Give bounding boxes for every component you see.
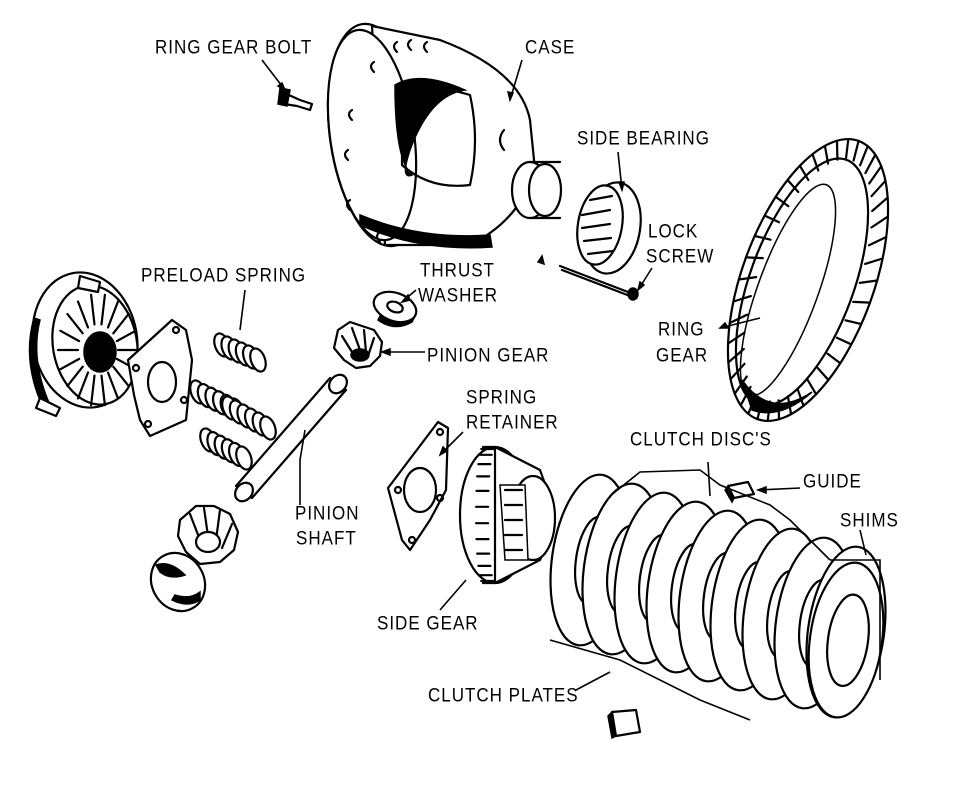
ring-gear-tooth — [727, 347, 745, 364]
ring-gear-tooth — [798, 164, 810, 182]
label-shims: SHIMS — [840, 509, 899, 531]
ring-gear-tooth — [727, 331, 746, 345]
side-gear-tooth — [90, 374, 96, 407]
ring-gear-tooth — [729, 362, 746, 381]
side-gear-tooth — [112, 312, 130, 335]
label-side-gear: SIDE GEAR — [377, 612, 479, 634]
label-guide: GUIDE — [803, 470, 862, 492]
label-thrust-washer-line2: WASHER — [418, 284, 498, 306]
side-gear-tooth — [76, 300, 90, 329]
arrowheads — [276, 81, 767, 495]
label-spring-retainer-line2: RETAINER — [466, 411, 559, 433]
label-lock-screw-line2: SCREW — [646, 245, 715, 267]
clutch-pack-part — [549, 473, 887, 719]
ring-gear-tooth — [859, 145, 869, 167]
ring-gear-tooth — [737, 276, 758, 281]
lock-screw-part — [536, 254, 639, 301]
ring-gear-tooth — [871, 196, 889, 213]
spring-coil — [235, 445, 253, 471]
label-pinion-shaft-line1: PINION — [295, 502, 360, 524]
ring-gear-tooth — [867, 235, 888, 247]
ring-gear-tooth — [844, 138, 850, 160]
side-gear-tooth — [76, 371, 90, 400]
thrust-washer-bottom-part — [149, 551, 207, 613]
spring-retainer-right-part — [386, 420, 450, 552]
ring-gear-tooth — [864, 153, 877, 175]
side-gear-tooth — [112, 365, 130, 388]
ring-gear-tooth — [858, 279, 879, 284]
case-part — [326, 22, 563, 249]
label-clutch-discs: CLUTCH DISC'S — [630, 428, 772, 450]
label-pinion-gear: PINION GEAR — [427, 344, 550, 366]
ring-gear-tooth — [728, 313, 749, 325]
ring-gear-tooth — [868, 165, 883, 185]
ring-gear-tooth — [744, 256, 764, 260]
label-preload-spring: PRELOAD SPRING — [141, 264, 307, 286]
shim — [807, 561, 885, 719]
side-gear-tooth — [59, 357, 81, 371]
guide-part — [724, 480, 756, 504]
side-gear-tooth — [100, 374, 106, 407]
spring-retainer-left-part — [126, 318, 194, 438]
side-gear-tooth — [66, 312, 84, 335]
ring-gear-tooth — [852, 139, 860, 162]
shims-box — [830, 559, 881, 680]
side-gear-tooth — [59, 329, 81, 343]
ring-gear-tooth — [826, 352, 842, 365]
ring-gear-tooth — [864, 257, 884, 265]
ring-gear-tooth — [806, 378, 818, 396]
pinion-shaft-part — [234, 373, 348, 503]
ring-gear-tooth — [823, 144, 830, 165]
ring-gear-tooth — [844, 319, 863, 326]
label-clutch-plates: CLUTCH PLATES — [428, 684, 579, 706]
pinion-gear-top-part — [332, 320, 384, 370]
label-ring-gear-bolt: RING GEAR BOLT — [155, 36, 313, 58]
side-gear-tooth — [100, 293, 106, 326]
ring-gear-tooth — [811, 153, 820, 172]
label-spring-retainer-line1: SPRING — [466, 386, 538, 408]
side-gear-tooth — [90, 293, 96, 326]
ring-gear-tooth — [774, 195, 790, 208]
label-side-bearing: SIDE BEARING — [577, 127, 710, 149]
side-bearing-part — [576, 181, 642, 275]
pinion-gear-bottom-part — [176, 504, 240, 566]
label-case: CASE — [525, 36, 576, 58]
ring-gear-tooth — [835, 336, 853, 346]
label-ring-gear-line1: RING — [658, 318, 705, 340]
ring-gear-tooth — [870, 179, 887, 198]
spring-coil — [249, 347, 267, 373]
ring-gear-tooth — [733, 375, 748, 395]
ring-gear-tooth — [763, 214, 781, 224]
ring-gear-tooth — [852, 300, 872, 304]
guide-bottom-part — [607, 708, 642, 740]
ring-gear-part — [726, 138, 890, 422]
ring-gear-tooth — [870, 215, 889, 229]
side-gear-tooth — [106, 371, 120, 400]
label-thrust-washer-line1: THRUST — [420, 259, 495, 281]
ring-gear-tooth — [816, 366, 830, 382]
ring-gear-tooth — [786, 178, 800, 194]
preload-springs-part — [189, 332, 277, 471]
side-gear-tooth — [66, 365, 84, 388]
label-ring-gear-line2: GEAR — [656, 344, 709, 366]
ring-gear-bolt-part — [277, 87, 314, 112]
side-gear-tooth — [115, 329, 137, 343]
clutch-disc-box — [549, 469, 831, 721]
spring-coil — [259, 415, 277, 441]
left-side-gear-part — [28, 271, 140, 418]
ring-gear-tooth — [732, 295, 752, 303]
ring-gear-tooth — [753, 234, 772, 241]
side-gear-tooth — [106, 300, 120, 329]
label-lock-screw-line1: LOCK — [648, 220, 699, 242]
label-pinion-shaft-line2: SHAFT — [296, 527, 357, 549]
right-side-gear-part — [458, 445, 557, 585]
shim-bore — [826, 593, 870, 688]
